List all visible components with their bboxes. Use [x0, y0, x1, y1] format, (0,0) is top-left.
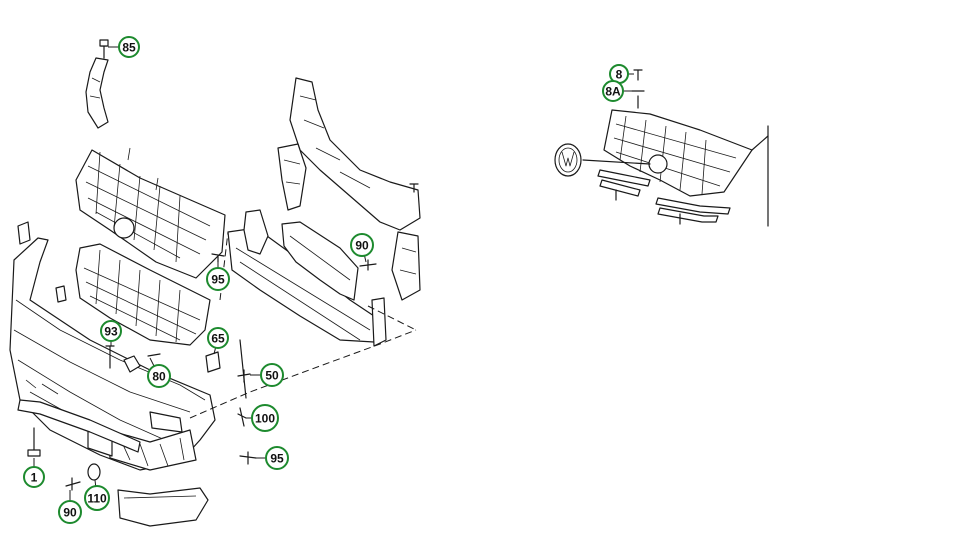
callout-c85[interactable]: 85	[118, 36, 140, 58]
callout-circle	[260, 363, 284, 387]
callout-c95b[interactable]: 95	[265, 446, 289, 470]
vw-emblem-icon	[554, 143, 582, 177]
callout-circle	[602, 80, 624, 102]
fasteners	[27, 253, 377, 491]
callout-circle	[23, 466, 45, 488]
callout-c90a[interactable]: 90	[350, 233, 374, 257]
callout-label: 95	[211, 273, 225, 287]
callout-circle	[100, 320, 122, 342]
callout-circle	[84, 485, 110, 511]
side-clips	[17, 221, 67, 303]
callout-circle	[58, 500, 82, 524]
callout-label: 90	[355, 239, 369, 253]
callout-circle	[147, 364, 171, 388]
grille-screws	[631, 69, 645, 109]
callout-label: 95	[270, 452, 284, 466]
callout-circle	[207, 327, 229, 349]
callout-label: 1	[31, 471, 38, 485]
callout-label: 90	[63, 506, 77, 520]
callout-c8a[interactable]: 8A	[602, 80, 624, 102]
callout-c65[interactable]: 65	[207, 327, 229, 349]
lock-carrier	[277, 77, 421, 301]
callout-label: 80	[152, 370, 166, 384]
callout-c50[interactable]: 50	[260, 363, 284, 387]
callout-circle	[118, 36, 140, 58]
callout-c93[interactable]: 93	[100, 320, 122, 342]
callout-c80[interactable]: 80	[147, 364, 171, 388]
callout-circle	[251, 404, 279, 432]
callout-c95a[interactable]: 95	[206, 267, 230, 291]
callout-label: 50	[265, 369, 279, 383]
callout-circle	[206, 267, 230, 291]
callout-circle	[265, 446, 289, 470]
impact-beam	[227, 209, 387, 347]
callout-circle	[350, 233, 374, 257]
lower-grille	[75, 243, 211, 346]
callout-label: 8	[616, 68, 623, 82]
callout-c100[interactable]: 100	[251, 404, 279, 432]
callout-label: 100	[255, 412, 275, 426]
callout-c90b[interactable]: 90	[58, 500, 82, 524]
callout-c1[interactable]: 1	[23, 466, 45, 488]
callout-label: 85	[122, 41, 136, 55]
callouts: 85 8 8A 90 95 93 65 80 50 100 95 1 110 90	[23, 36, 634, 524]
callout-c110[interactable]: 110	[84, 485, 110, 511]
lower-trim	[17, 399, 209, 527]
callout-label: 8A	[605, 85, 621, 99]
grille-detail	[582, 109, 769, 227]
upper-grille	[75, 147, 226, 279]
upper-bracket	[85, 39, 109, 129]
callout-label: 65	[211, 332, 225, 346]
callout-label: 93	[104, 325, 118, 339]
callout-label: 110	[87, 492, 107, 506]
